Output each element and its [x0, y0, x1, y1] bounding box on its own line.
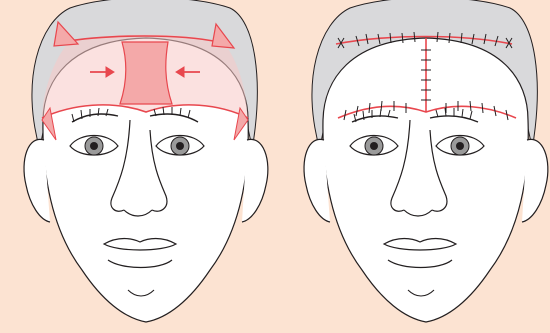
panel-right-face — [304, 0, 548, 322]
midline-excision — [120, 42, 172, 104]
panel-left-face — [24, 0, 268, 322]
